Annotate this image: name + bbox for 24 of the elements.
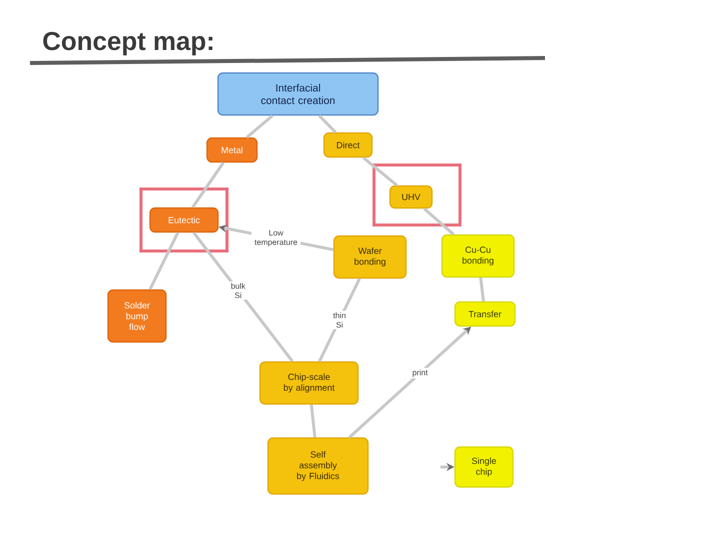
title: Concept map: [43, 32, 212, 56]
connector-line [246, 114, 274, 139]
concept-box: Eutectic [149, 207, 219, 233]
connector-line [148, 232, 180, 290]
concept-box: Transfer [454, 301, 516, 327]
connector-line [479, 277, 485, 302]
concept-box: Self assembly by Fluidics [267, 437, 369, 495]
concept-box: UHV [389, 185, 433, 209]
concept-box: Chip-scale by alignment [259, 361, 359, 405]
connector-line [192, 232, 294, 362]
concept-box: Solder bump flow [107, 289, 167, 343]
concept-box: Cu-Cu bonding [441, 234, 515, 278]
concept-box: Wafer bonding [333, 235, 407, 279]
connector-line [423, 207, 454, 236]
concept-box: Metal [206, 137, 258, 163]
connector-line [318, 114, 337, 134]
connector-line [310, 404, 316, 438]
concept-box: Single chip [454, 446, 514, 488]
concept-box: Direct [323, 132, 373, 158]
connector-line [318, 278, 361, 362]
highlight-frame [372, 164, 462, 226]
connector-line [191, 162, 225, 208]
concept-box: Interfacial contact creation [217, 72, 379, 116]
highlight-frame [140, 188, 228, 252]
